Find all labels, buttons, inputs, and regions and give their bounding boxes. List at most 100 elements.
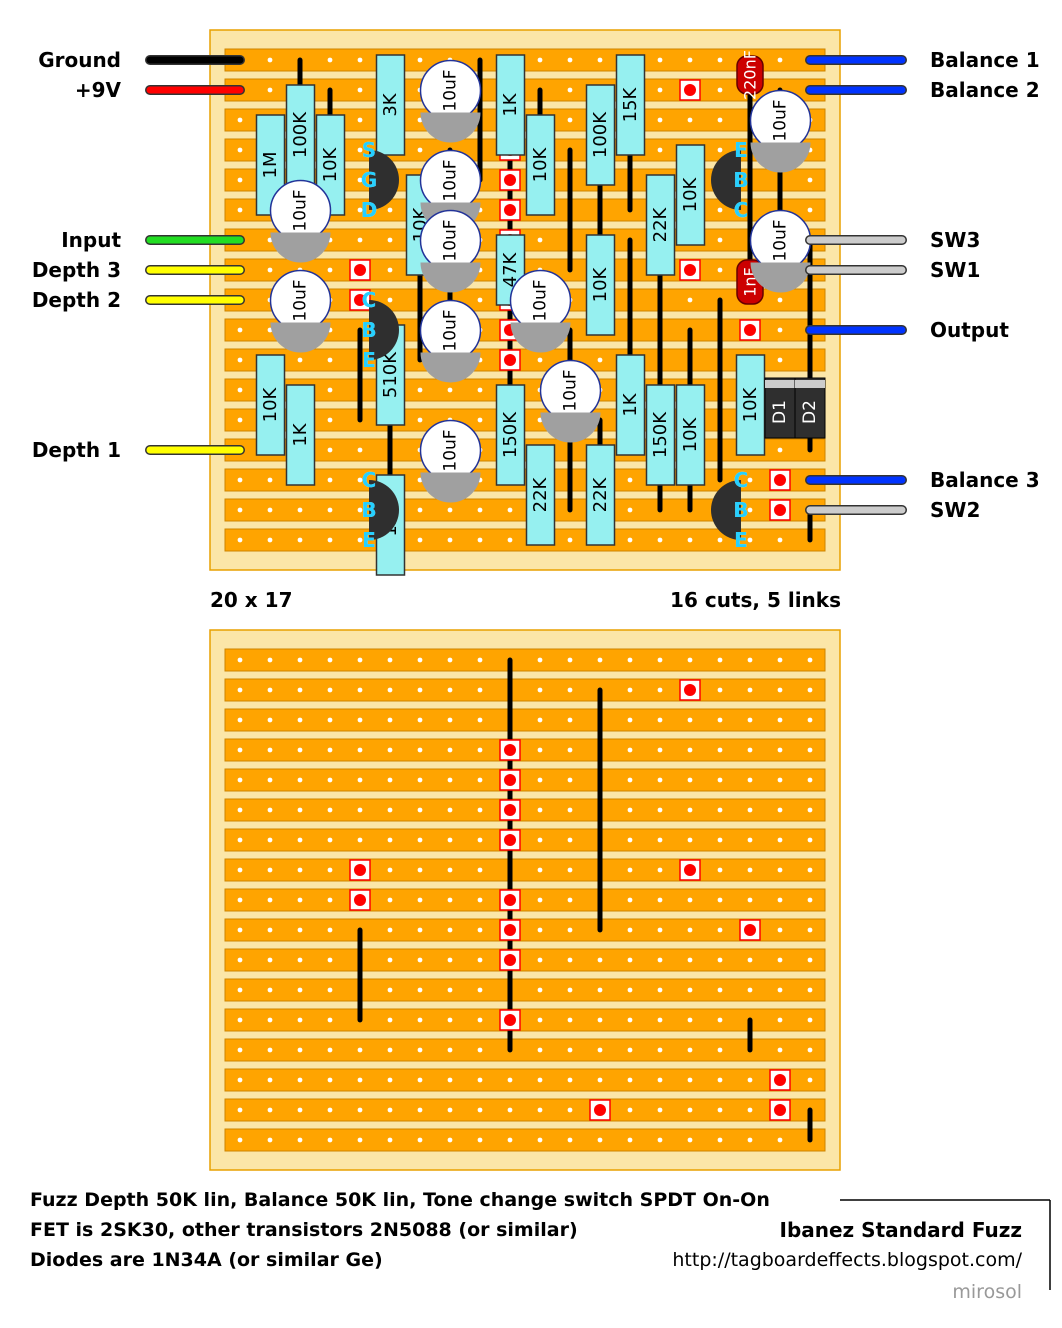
bottom-hole [327,1137,333,1143]
top-hole [447,387,453,393]
top-hole [777,297,783,303]
top-hole [297,357,303,363]
top-hole [537,57,543,63]
top-hole [267,267,273,273]
bottom-hole [717,1017,723,1023]
capacitor-value: 10uF [441,309,461,351]
top-hole [267,537,273,543]
left-wire-label: Depth 2 [31,288,121,312]
bottom-hole [417,987,423,993]
bottom-hole [717,837,723,843]
bottom-hole [387,1017,393,1023]
bottom-hole [627,1137,633,1143]
bottom-hole [537,897,543,903]
capacitor-value: 10uF [441,69,461,111]
bottom-copper-strip [224,1038,826,1062]
top-hole [357,87,363,93]
top-hole [237,117,243,123]
bottom-hole [717,867,723,873]
top-hole [777,57,783,63]
bottom-hole [447,657,453,663]
top-hole [627,477,633,483]
bottom-hole [477,867,483,873]
bottom-hole [687,1107,693,1113]
bottom-hole [537,1077,543,1083]
bottom-hole [387,1137,393,1143]
bottom-hole [387,777,393,783]
top-track-cut-dot [684,84,696,96]
bottom-copper-strip [224,1068,826,1092]
top-hole [717,147,723,153]
top-hole [507,537,513,543]
resistor-value: 150K [500,411,521,458]
film-capacitor [736,55,764,95]
bottom-hole [357,657,363,663]
bottom-hole [417,1077,423,1083]
top-hole [357,537,363,543]
bottom-hole [297,807,303,813]
bottom-hole [717,807,723,813]
resistor-value: 10K [530,146,551,182]
bottom-hole [537,867,543,873]
bottom-hole [777,927,783,933]
bottom-hole [387,837,393,843]
top-hole [327,267,333,273]
bottom-copper-strip [224,1008,826,1032]
diode-cathode-band [765,380,795,388]
left-wire-label: +9V [74,78,121,102]
bottom-hole [267,927,273,933]
left-wire-label: Depth 1 [31,438,121,462]
top-hole [597,357,603,363]
bottom-hole [327,1107,333,1113]
top-hole [807,177,813,183]
top-track-cut-dot [684,264,696,276]
bottom-hole [387,1107,393,1113]
top-hole [747,477,753,483]
bottom-hole [747,1137,753,1143]
bottom-hole [537,747,543,753]
diode-label: D2 [800,400,820,424]
bottom-hole [297,1137,303,1143]
bottom-hole [297,1017,303,1023]
resistor [285,84,316,186]
top-hole [357,177,363,183]
bottom-hole [237,657,243,663]
top-hole [537,357,543,363]
right-wire-label: SW2 [930,498,981,522]
right-wire-label: Balance 1 [930,48,1040,72]
bottom-hole [627,1077,633,1083]
bottom-hole [627,807,633,813]
bottom-hole [447,807,453,813]
bottom-hole [807,687,813,693]
top-hole [237,537,243,543]
top-hole [387,267,393,273]
bottom-hole [387,1047,393,1053]
bottom-hole [417,747,423,753]
bottom-hole [807,747,813,753]
transistor-pin-label-highlight: E [362,348,376,372]
transistor-pin-label: B [733,498,748,522]
bottom-hole [237,1047,243,1053]
bottom-hole [657,1047,663,1053]
bottom-hole [807,1047,813,1053]
bottom-hole [747,1077,753,1083]
bottom-hole [237,1077,243,1083]
bottom-hole [447,687,453,693]
capacitor-polarity-band [420,262,481,293]
bottom-hole [807,1017,813,1023]
bottom-hole [567,957,573,963]
bottom-hole [567,867,573,873]
bottom-hole [237,1137,243,1143]
bottom-track-cut-dot [504,1014,516,1026]
bottom-hole [237,1017,243,1023]
bottom-hole [237,1107,243,1113]
bottom-hole [267,1107,273,1113]
top-hole [357,477,363,483]
bottom-hole [687,747,693,753]
top-hole [327,447,333,453]
bottom-hole [417,657,423,663]
bottom-hole [777,747,783,753]
bottom-copper-strip [224,978,826,1002]
bottom-hole [417,807,423,813]
bottom-hole [687,1077,693,1083]
